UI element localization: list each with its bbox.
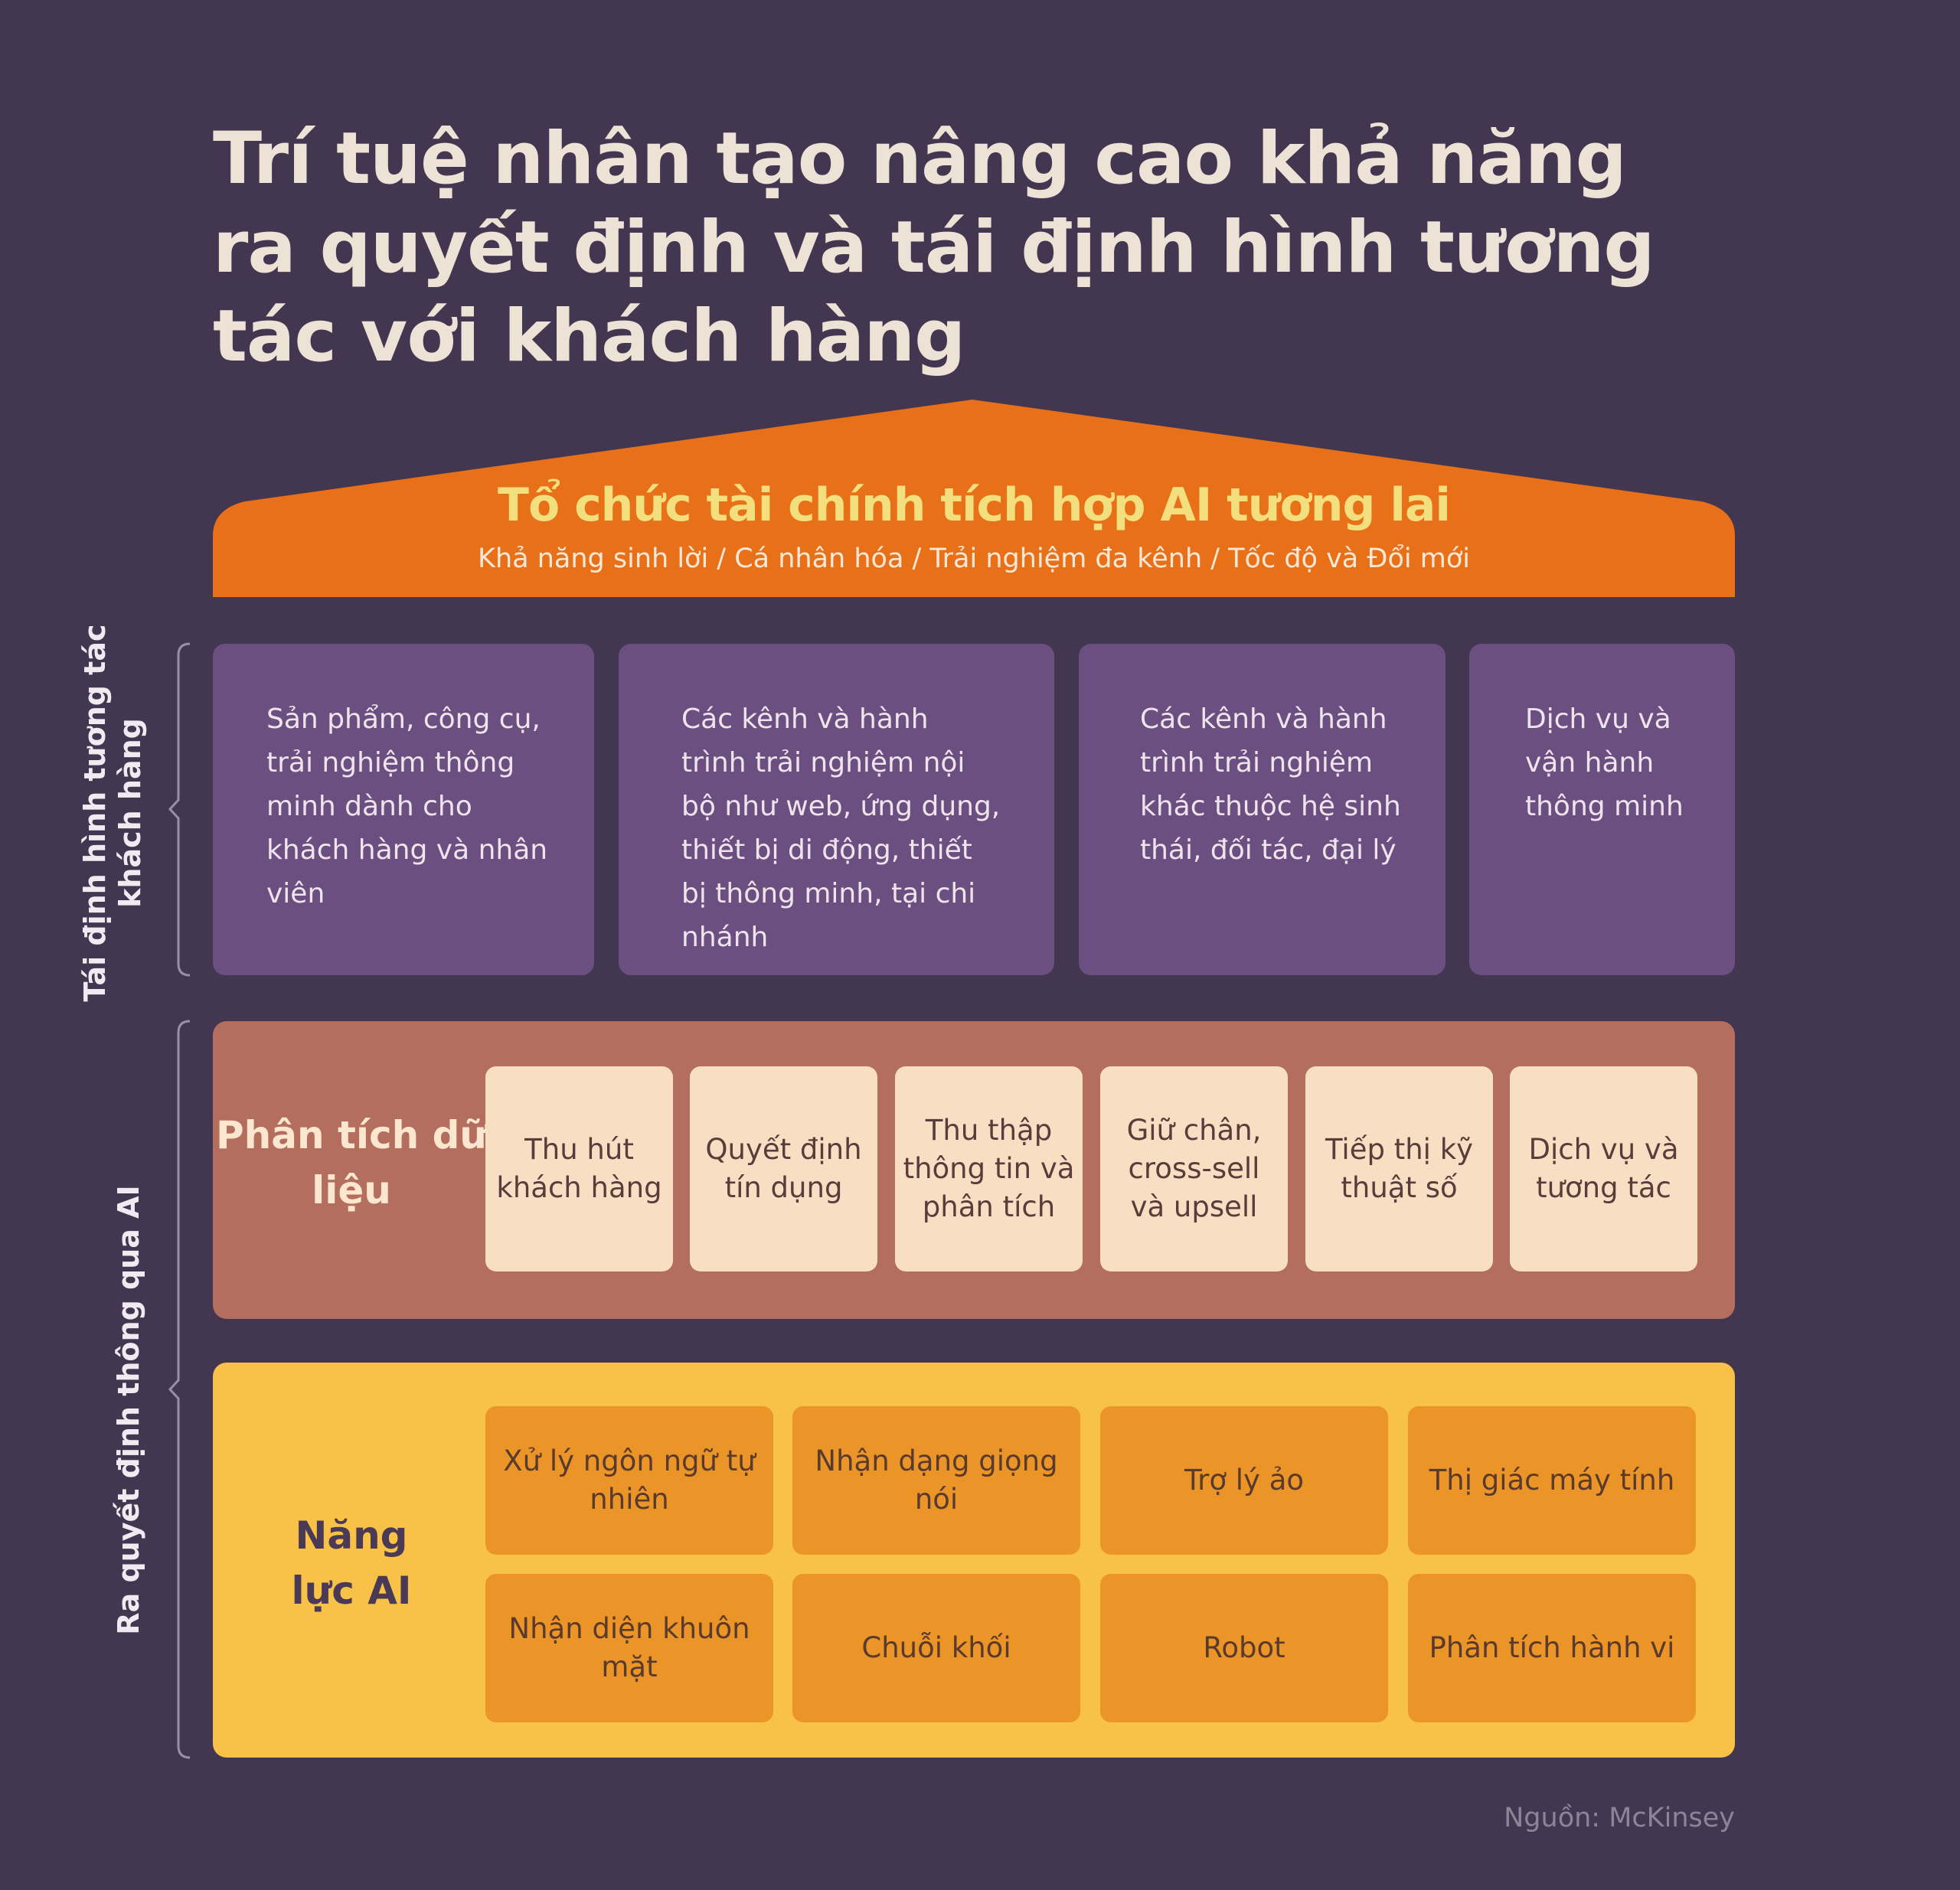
roof-title: Tổ chức tài chính tích hợp AI tương lai [498,478,1451,532]
analytics-card: Thu hút khách hàng [485,1066,673,1271]
analytics-card: Dịch vụ và tương tác [1510,1066,1697,1271]
side-label-engagement: Tái định hình tương tác khách hàng [77,624,148,1001]
ai-card: Phân tích hành vi [1408,1574,1696,1722]
engagement-box: Sản phẩm, công cụ, trải nghiệm thông min… [213,644,594,975]
page-title: Trí tuệ nhân tạo nâng cao khả năng ra qu… [213,117,1655,378]
side-label-line: Tái định hình tương tác [78,624,112,1002]
ai-card: Nhận dạng giọng nói [792,1406,1080,1555]
analytics-label: Phân tích dữ liệu [215,1113,488,1213]
ai-card: Nhận diện khuôn mặt [485,1574,773,1722]
analytics-card: Tiếp thị kỹ thuật số [1305,1066,1493,1271]
engagement-box: Các kênh và hành trình trải nghiệm khác … [1079,644,1446,975]
ai-card: Chuỗi khối [792,1574,1080,1722]
brace-bottom-icon [168,1020,191,1759]
analytics-card: Giữ chân, cross-sell và upsell [1100,1066,1288,1271]
analytics-card: Quyết định tín dụng [690,1066,877,1271]
engagement-box: Các kênh và hành trình trải nghiệm nội b… [619,644,1054,975]
roof-shape [213,400,1735,597]
source-note: Nguồn: McKinsey [1504,1803,1735,1833]
brace-top-icon [168,642,191,977]
side-label-line: khách hàng [113,718,147,908]
ai-card: Trợ lý ảo [1100,1406,1388,1555]
roof-subtitle: Khả năng sinh lời / Cá nhân hóa / Trải n… [478,543,1470,574]
ai-card: Xử lý ngôn ngữ tự nhiên [485,1406,773,1555]
ai-card: Robot [1100,1574,1388,1722]
ai-card: Thị giác máy tính [1408,1406,1696,1555]
ai-capabilities-label: Năng lực AI [291,1513,412,1613]
side-label-decision: Ra quyết định thông qua AI [112,1185,145,1635]
brace-icons [168,642,191,1759]
analytics-card: Thu thập thông tin và phân tích [895,1066,1083,1271]
engagement-box: Dịch vụ và vận hành thông minh [1469,644,1735,975]
